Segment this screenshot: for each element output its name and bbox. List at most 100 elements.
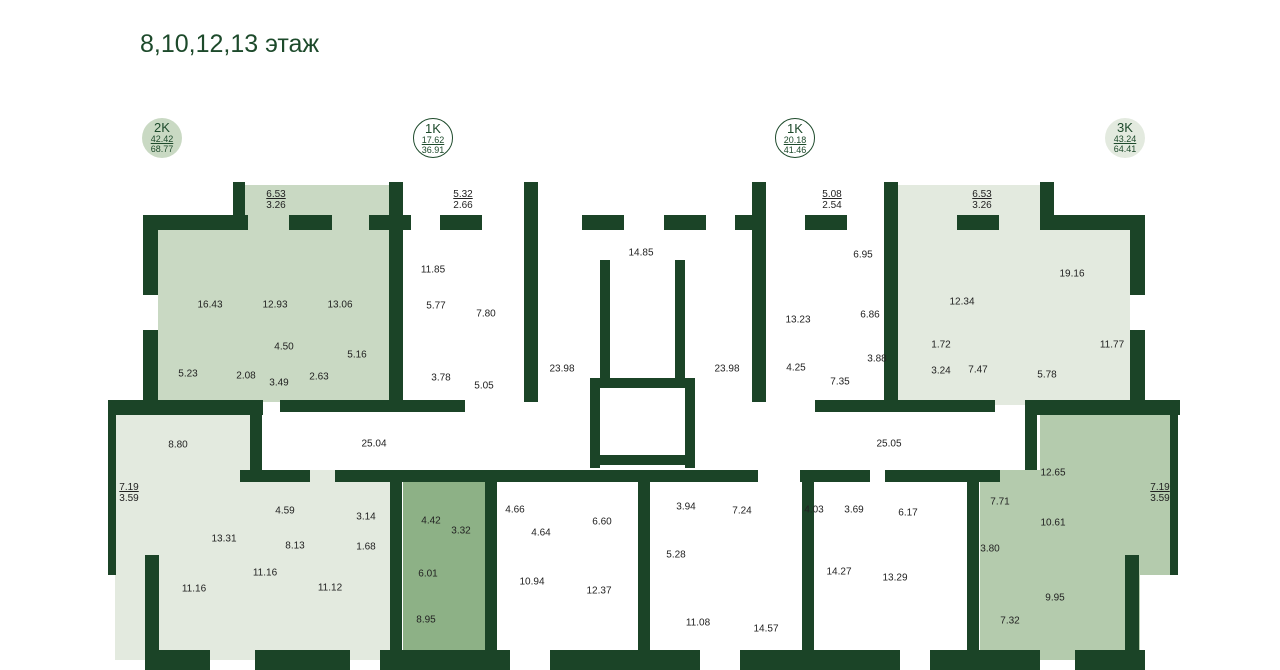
room-area: 11.85 [420,264,446,276]
room-area: 11.77 [1099,339,1125,351]
wall [250,410,262,470]
room-area: 1.68 [356,541,376,553]
room-area: 13.31 [211,533,237,545]
room-area: 7.47 [968,364,988,376]
wall [815,400,995,412]
wall [638,470,650,670]
wall [145,650,210,670]
room-area: 13.23 [785,314,811,326]
room-area: 4.03 [804,504,824,516]
wall [380,650,510,670]
apartment-bl-area[interactable] [115,415,260,660]
apartment-br-area [1040,415,1175,575]
wall [600,260,610,380]
room-area: 7.71 [990,496,1010,508]
apartment-type: 1K [787,121,803,136]
wall [255,650,350,670]
room-area: 23.98 [549,363,575,375]
room-area: 3.80 [980,543,1000,555]
room-area: 3.88 [867,353,887,365]
wall [675,260,685,380]
room-area: 1.72 [931,339,951,351]
room-area: 11.08 [685,617,711,629]
room-area: 19.16 [1059,268,1085,280]
room-area: 23.98 [714,363,740,375]
room-area: 4.50 [274,341,294,353]
wall [930,650,1040,670]
wall [390,470,402,670]
room-area: 12.34 [949,296,975,308]
wall [1130,330,1145,405]
wall [800,470,870,482]
wall [440,215,482,230]
room-area: 14.85 [628,247,654,259]
wall [884,182,898,402]
wall [685,378,695,468]
room-area: 4.25 [786,362,806,374]
room-area: 7.32 [1000,615,1020,627]
room-area: 3.14 [356,511,376,523]
room-area: 4.66 [505,504,525,516]
living-area: 43.24 [1113,134,1137,144]
wall [1170,400,1178,575]
room-area: 6.86 [860,309,880,321]
wall [240,470,310,482]
room-area: 3.49 [269,377,289,389]
apartment-type: 3K [1117,120,1133,135]
wall [143,330,158,402]
room-area: 12.37 [586,585,612,597]
wall [885,470,1000,482]
wall [590,455,695,465]
room-area: 8.13 [285,540,305,552]
room-area: 11.16 [181,583,207,595]
wall [590,378,695,388]
apartment-2k-area[interactable] [158,230,390,402]
wall [389,182,403,402]
apartment-3k-area[interactable] [898,230,1130,405]
corridor-area: 25.05 [876,438,902,450]
wall [582,215,624,230]
wall [289,215,332,230]
room-area: 3.94 [676,501,696,513]
room-area: 11.12 [317,582,343,594]
room-area: 7.80 [476,308,496,320]
room-area: 2.63 [309,371,329,383]
wall [108,400,263,415]
wall [957,215,999,230]
wall [752,182,766,402]
room-area: 13.06 [327,299,353,311]
room-area: 7.24 [732,505,752,517]
room-area: 5.16 [347,349,367,361]
apartment-type: 2K [154,120,170,135]
room-area: 3.69 [844,504,864,516]
room-area: 3.32 [451,525,471,537]
total-area: 41.46 [783,145,807,155]
total-area: 68.77 [150,144,174,154]
room-area: 3.24 [931,365,951,377]
room-area: 5.28 [666,549,686,561]
room-area: 9.95 [1045,592,1065,604]
room-area: 14.57 [753,623,779,635]
wall [664,215,706,230]
wall [1025,400,1180,415]
room-area: 10.61 [1040,517,1066,529]
apartment-bl-area [260,470,400,660]
room-area: 4.64 [531,527,551,539]
studio-area[interactable] [403,470,485,670]
room-area: 4.42 [421,515,441,527]
room-area: 5.23 [178,368,198,380]
wall [143,215,158,295]
wall [590,378,600,468]
room-area: 5.77 [426,300,446,312]
wall [740,650,900,670]
wall [143,215,248,230]
